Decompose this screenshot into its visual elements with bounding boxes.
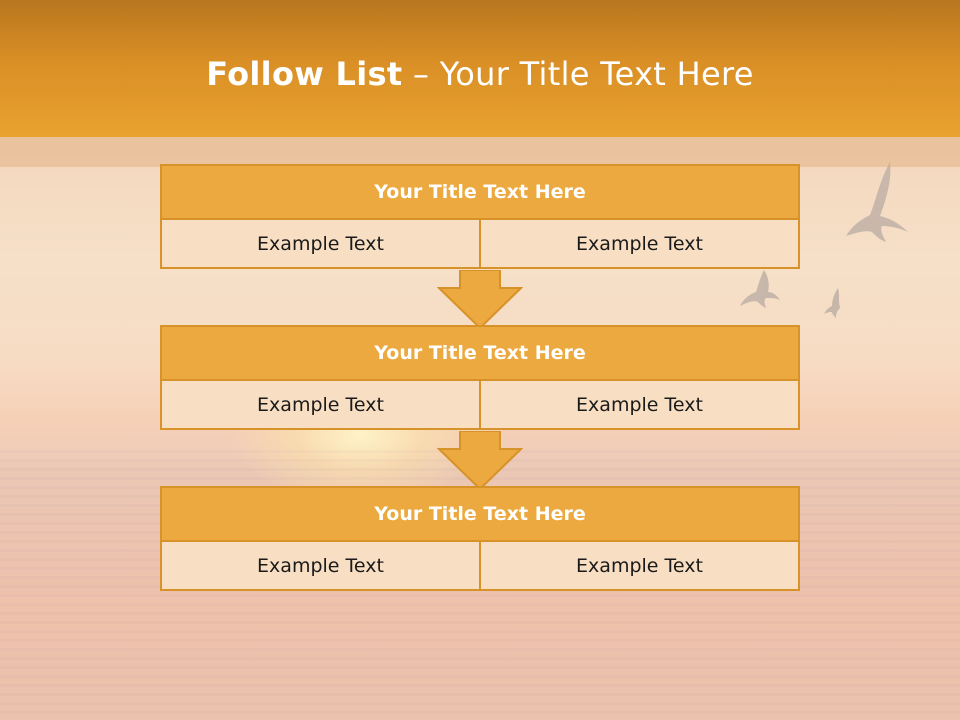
step-title: Your Title Text Here [160,486,800,542]
title-bar [0,0,960,137]
seagulls-illustration [740,162,908,318]
step-row: Example Text Example Text [160,220,800,269]
down-arrow-icon [437,431,523,491]
step-box-3: Your Title Text Here Example Text Exampl… [160,486,800,591]
step-box-2: Your Title Text Here Example Text Exampl… [160,325,800,430]
step-row: Example Text Example Text [160,381,800,430]
step-cell-left: Example Text [257,393,384,416]
step-box-1: Your Title Text Here Example Text Exampl… [160,164,800,269]
step-cell-left: Example Text [257,554,384,577]
step-cell-right: Example Text [479,220,798,267]
step-title: Your Title Text Here [160,164,800,220]
slide-title-bold: Follow List [206,55,403,93]
down-arrow-icon [437,270,523,330]
step-cell-left: Example Text [257,232,384,255]
step-cell-right: Example Text [479,542,798,589]
title-underline-strip [0,137,960,167]
step-cell-right: Example Text [479,381,798,428]
step-title: Your Title Text Here [160,325,800,381]
slide-title: Follow List – Your Title Text Here [0,55,960,93]
step-row: Example Text Example Text [160,542,800,591]
slide-title-rest: – Your Title Text Here [402,55,754,93]
